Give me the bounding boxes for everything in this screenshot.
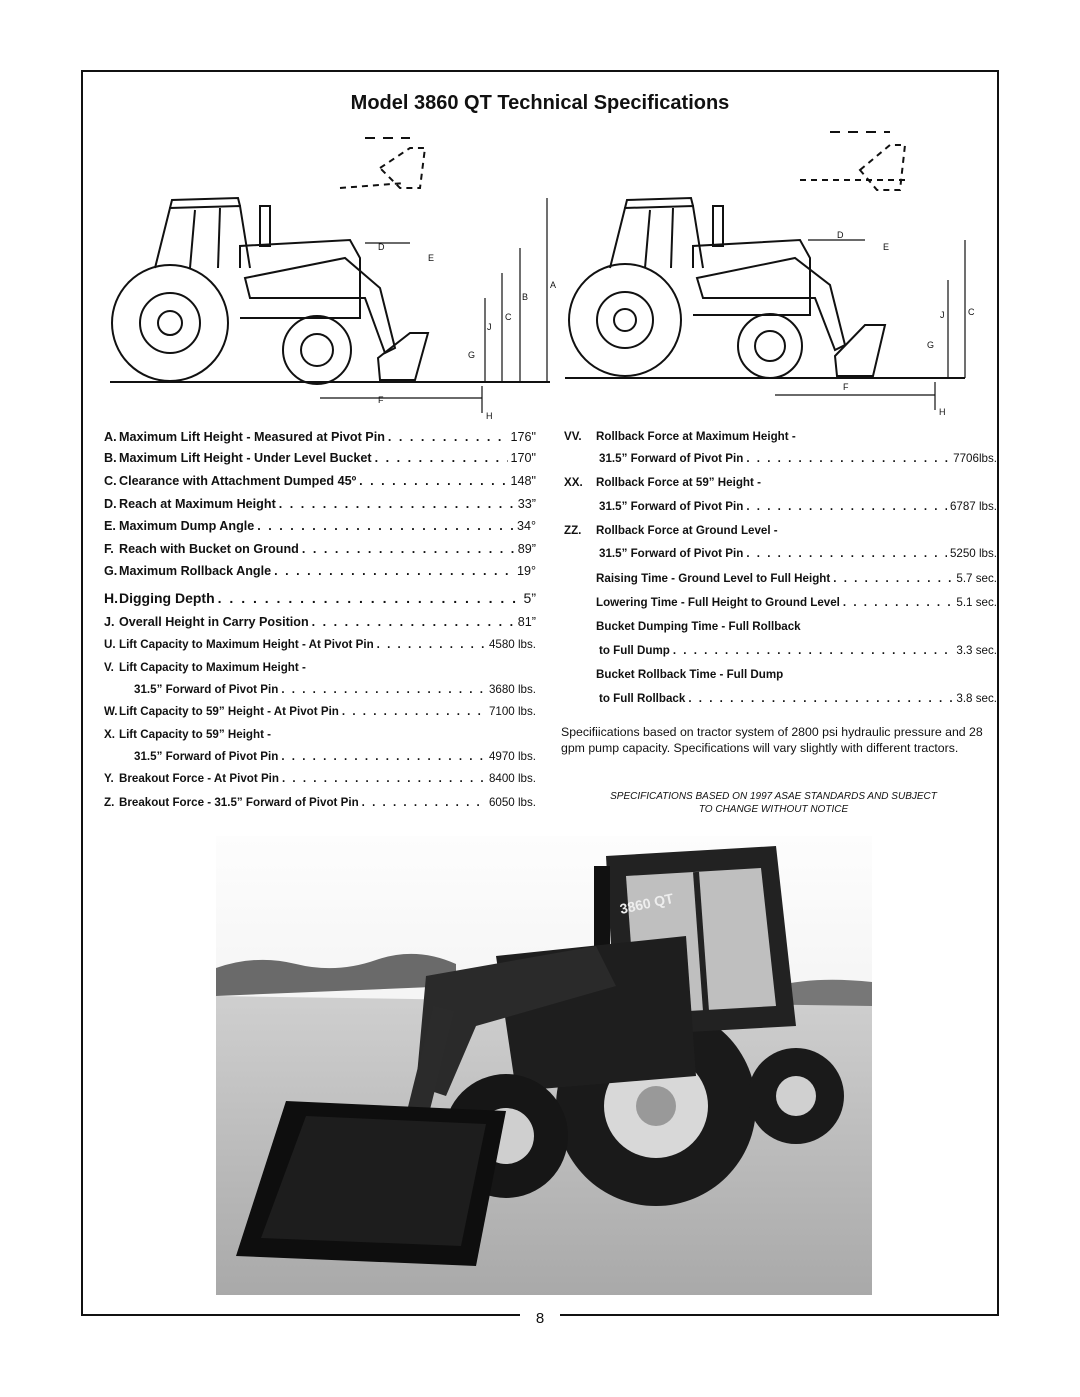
- spec-y: Y.Breakout Force - At Pivot Pin8400 lbs.: [104, 772, 536, 785]
- spec-g: G.Maximum Rollback Angle19°: [104, 564, 536, 578]
- diagram-letter-d: D: [378, 242, 385, 252]
- diagram-letter-g-right: G: [927, 340, 934, 350]
- spec-xx: XX.Rollback Force at 59” Height -: [564, 476, 761, 489]
- spec-d: D.Reach at Maximum Height33”: [104, 497, 536, 511]
- spec-vv: VV.Rollback Force at Maximum Height -: [564, 430, 796, 443]
- spec-v-sub: 31.5” Forward of Pivot Pin3680 lbs.: [104, 683, 536, 696]
- spec-f: F.Reach with Bucket on Ground89”: [104, 542, 536, 556]
- spec-a: A.Maximum Lift Height - Measured at Pivo…: [104, 430, 536, 444]
- spec-zz-sub: 31.5” Forward of Pivot Pin5250 lbs.: [564, 547, 997, 560]
- diagram-letter-j-right: J: [940, 310, 945, 320]
- spec-v: V.Lift Capacity to Maximum Height -: [104, 661, 306, 674]
- hydraulic-note: Specifiications based on tractor system …: [561, 725, 983, 755]
- tractor-diagram-right: C J D E G F H: [565, 131, 975, 417]
- diagram-letter-b: B: [522, 292, 528, 302]
- diagram-letter-j: J: [487, 322, 492, 332]
- spec-e: E.Maximum Dump Angle34°: [104, 519, 536, 533]
- spec-vv-sub: 31.5” Forward of Pivot Pin7706lbs.: [564, 452, 997, 465]
- specifications-disclaimer: SPECIFICATIONS BASED ON 1997 ASAE STANDA…: [610, 791, 937, 815]
- diagram-letter-f-right: F: [843, 382, 849, 392]
- spec-h: H.Digging Depth5”: [104, 590, 536, 606]
- spec-xx-sub: 31.5” Forward of Pivot Pin6787 lbs.: [564, 500, 997, 513]
- diagram-letter-d-right: D: [837, 230, 844, 240]
- diagram-letter-e-right: E: [883, 242, 889, 252]
- diagram-letter-f: F: [378, 395, 384, 405]
- diagram-letter-g: G: [468, 350, 475, 360]
- spec-x: X.Lift Capacity to 59” Height -: [104, 728, 272, 741]
- spec-rollback-time: Bucket Rollback Time - Full Dump: [596, 668, 784, 681]
- spec-dumping-time-sub: to Full Dump3.3 sec.: [564, 644, 997, 657]
- spec-rollback-time-sub: to Full Rollback3.8 sec.: [564, 692, 997, 705]
- spec-b: B.Maximum Lift Height - Under Level Buck…: [104, 451, 536, 465]
- diagram-letter-h: H: [486, 411, 493, 421]
- tractor-photo: 3860 QT: [216, 836, 872, 1295]
- diagram-letter-a: A: [550, 280, 556, 290]
- page-number: 8: [520, 1310, 560, 1327]
- spec-x-sub: 31.5” Forward of Pivot Pin4970 lbs.: [104, 750, 536, 763]
- diagram-letter-c-right: C: [968, 307, 975, 317]
- spec-w: W.Lift Capacity to 59” Height - At Pivot…: [104, 705, 536, 718]
- diagram-letter-e: E: [428, 253, 434, 263]
- spec-lowering-time: Lowering Time - Full Height to Ground Le…: [564, 596, 997, 609]
- spec-raising-time: Raising Time - Ground Level to Full Heig…: [564, 572, 997, 585]
- page-title: Model 3860 QT Technical Specifications: [350, 92, 730, 114]
- spec-u: U.Lift Capacity to Maximum Height - At P…: [104, 638, 536, 651]
- diagram-letter-h-right: H: [939, 407, 946, 417]
- diagram-letter-c: C: [505, 312, 512, 322]
- spec-dumping-time: Bucket Dumping Time - Full Rollback: [596, 620, 801, 633]
- tractor-diagram-left: A B C J D E G F H: [110, 137, 556, 421]
- spec-z: Z.Breakout Force - 31.5” Forward of Pivo…: [104, 796, 536, 809]
- spec-zz: ZZ.Rollback Force at Ground Level -: [564, 524, 778, 537]
- spec-c: C.Clearance with Attachment Dumped 45º14…: [104, 474, 536, 488]
- spec-j: J.Overall Height in Carry Position81”: [104, 615, 536, 629]
